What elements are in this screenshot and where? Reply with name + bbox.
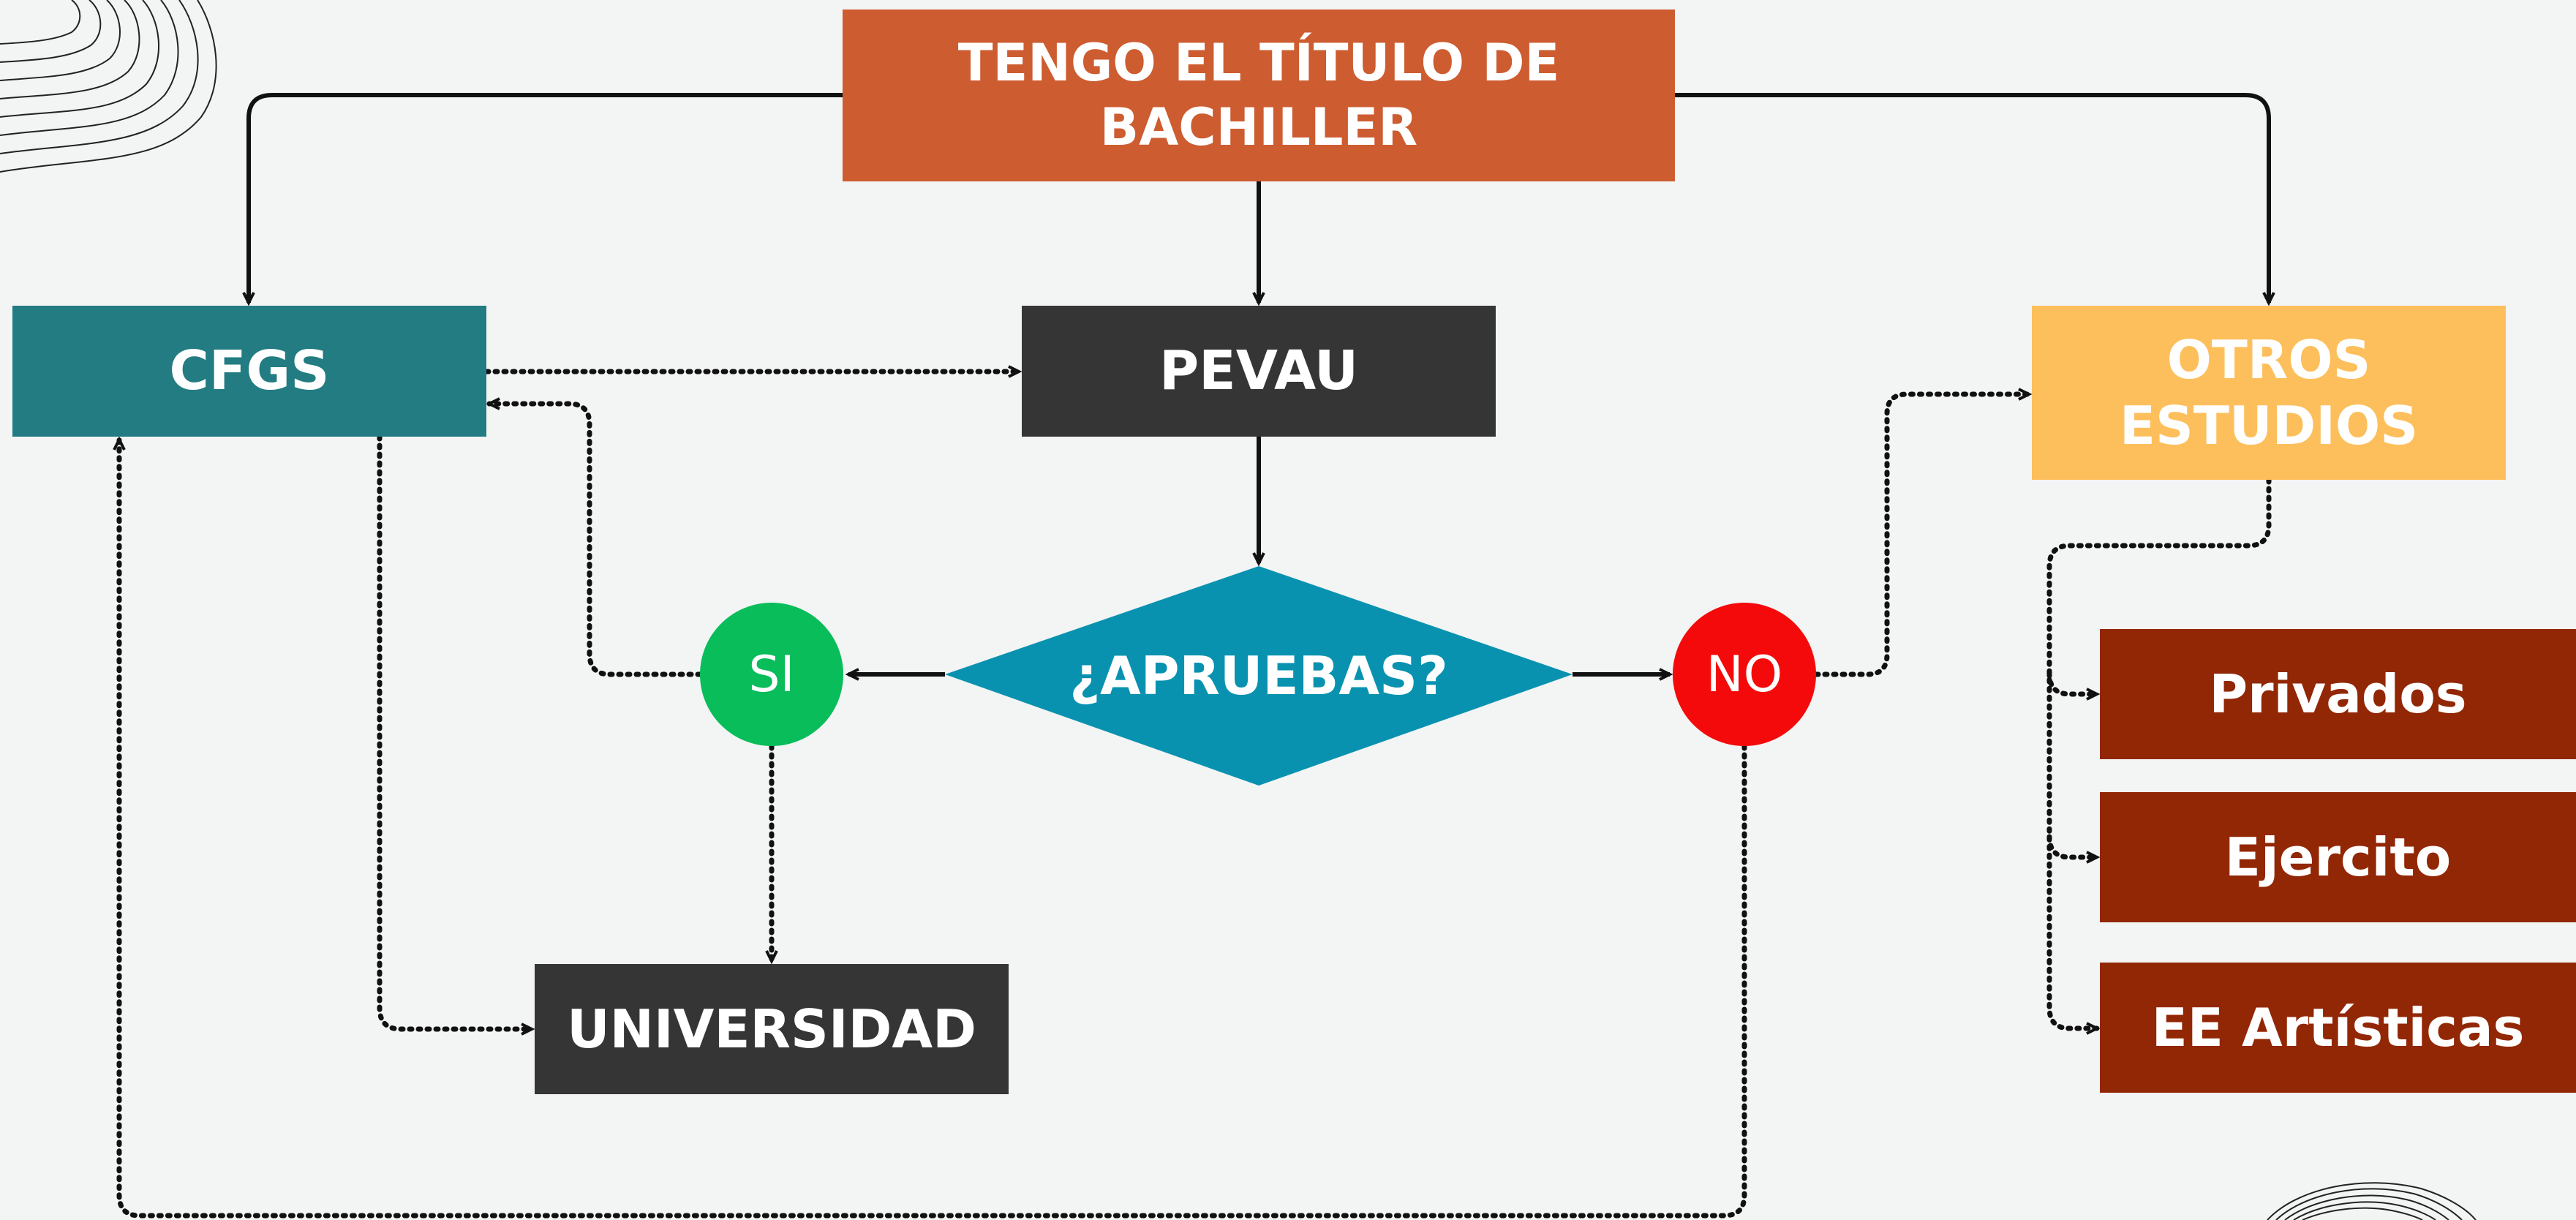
connector-no-to-cfgs: [119, 440, 1747, 1219]
universidad-node-label: UNIVERSIDAD: [567, 998, 976, 1060]
decorative-swirl-bottom-right: [2267, 1182, 2477, 1220]
pevau-node-label: PEVAU: [1159, 339, 1359, 403]
otros-estudios-node: OTROS ESTUDIOS: [2032, 306, 2506, 480]
connector-otros-trunk: [2046, 477, 2272, 1028]
yes-node: SI: [700, 603, 843, 746]
ee-artisticas-node-label: EE Artísticas: [2151, 997, 2525, 1058]
cfgs-node-label: CFGS: [169, 339, 330, 403]
connector-start-to-cfgs: [249, 93, 843, 303]
decision-node: ¿APRUEBAS?: [945, 566, 1573, 786]
no-node: NO: [1673, 603, 1816, 746]
connector-start-to-otros: [1675, 93, 2269, 303]
pevau-node: PEVAU: [1022, 306, 1496, 437]
start-node-label: TENGO EL TÍTULO DE BACHILLER: [957, 33, 1560, 157]
ejercito-node-label: Ejercito: [2224, 826, 2452, 888]
connector-otros-to-privados: [2046, 671, 2097, 694]
connector-cfgs-to-universidad: [377, 434, 532, 1029]
privados-node-label: Privados: [2209, 663, 2467, 725]
decision-node-label: ¿APRUEBAS?: [1069, 645, 1448, 707]
otros-estudios-node-label: OTROS ESTUDIOS: [2119, 329, 2419, 456]
decorative-swirl-top-left: [0, 0, 217, 173]
yes-node-label: SI: [748, 645, 795, 704]
connector-yes-to-cfgs: [489, 404, 703, 677]
universidad-node: UNIVERSIDAD: [535, 964, 1009, 1094]
no-node-label: NO: [1706, 645, 1783, 704]
cfgs-node: CFGS: [12, 306, 486, 437]
start-node: TENGO EL TÍTULO DE BACHILLER: [843, 10, 1675, 181]
ejercito-node: Ejercito: [2100, 792, 2576, 922]
connector-otros-to-ejercito: [2046, 834, 2097, 857]
connector-no-to-otros: [1813, 394, 2029, 677]
ee-artisticas-node: EE Artísticas: [2100, 963, 2576, 1093]
decision-diamond-shape: [945, 566, 1573, 786]
privados-node: Privados: [2100, 629, 2576, 759]
